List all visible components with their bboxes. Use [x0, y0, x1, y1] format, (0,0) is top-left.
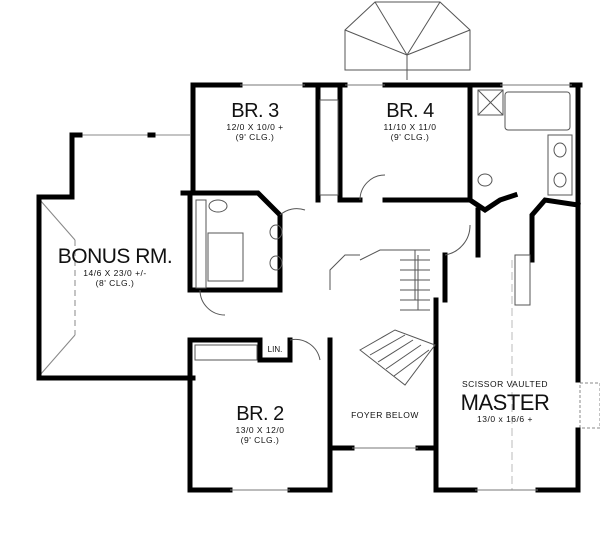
room-ceiling: (9' CLG.) — [240, 434, 280, 445]
room-bonus: BONUS RM. 14/6 X 23/0 +/- (8' CLG.) — [45, 245, 185, 289]
room-foyer: FOYER BELOW — [351, 410, 419, 420]
room-name: MASTER — [460, 389, 550, 415]
stair-treads — [400, 259, 430, 311]
room-name: BONUS RM. — [57, 245, 173, 268]
room-linen: LIN. — [267, 345, 283, 354]
windows — [230, 84, 572, 491]
bay-window-roof — [344, 1, 471, 80]
room-note: SCISSOR VAULTED — [461, 379, 549, 389]
room-name: BR. 2 — [236, 403, 284, 425]
room-name: BR. 4 — [386, 100, 434, 122]
room-size: 13/0 X 12/0 — [235, 425, 285, 435]
fixtures — [194, 89, 573, 386]
walls — [36, 82, 583, 493]
room-ceiling: (9' CLG.) — [235, 131, 275, 142]
room-name: BR. 3 — [231, 100, 279, 122]
room-ceiling: (9' CLG.) — [390, 131, 430, 142]
room-br3: BR. 3 12/0 X 10/0 + (9' CLG.) — [215, 100, 295, 143]
room-size: 14/6 X 23/0 +/- — [83, 268, 147, 279]
room-size: 12/0 X 10/0 + — [226, 122, 284, 132]
room-master: SCISSOR VAULTED MASTER 13/0 x 16/6 + — [445, 379, 565, 425]
room-br2: BR. 2 13/0 X 12/0 (9' CLG.) — [215, 403, 305, 446]
room-br4: BR. 4 11/10 X 11/0 (9' CLG.) — [365, 100, 455, 143]
room-size: 13/0 x 16/6 + — [477, 414, 533, 425]
room-size: 11/10 X 11/0 — [383, 122, 437, 132]
room-ceiling: (8' CLG.) — [95, 277, 135, 288]
roof-lines — [39, 134, 600, 490]
